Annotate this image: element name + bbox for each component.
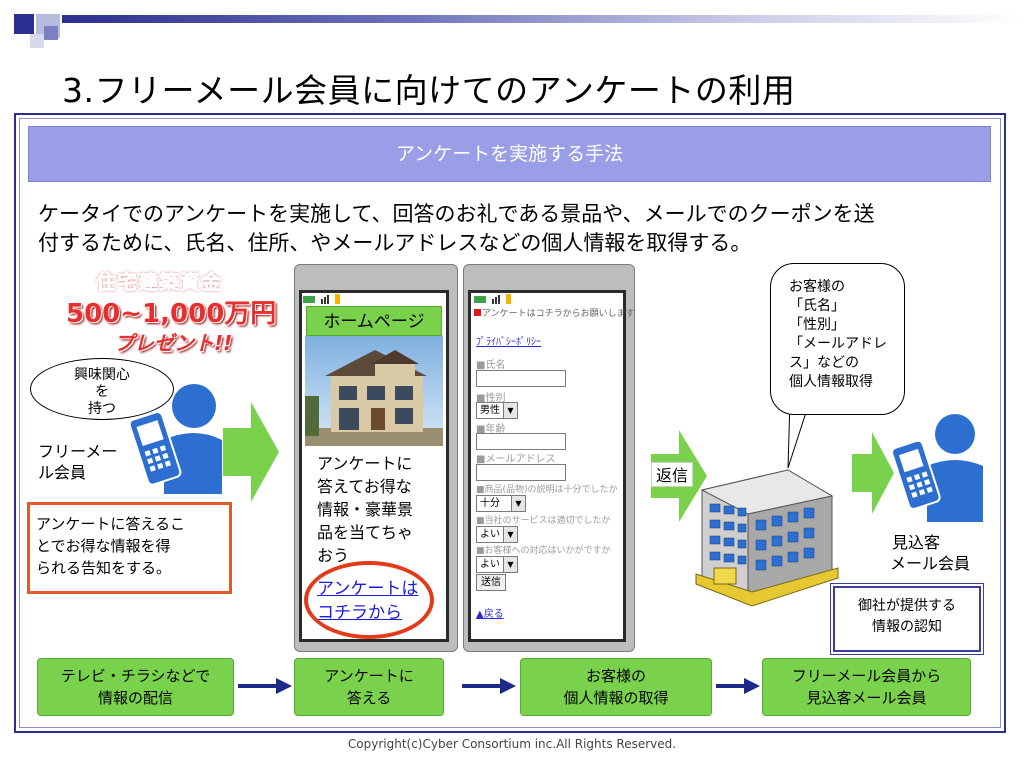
flow-step-2: アンケートに 答える bbox=[294, 658, 444, 716]
chevron-down-icon: ▼ bbox=[503, 527, 517, 542]
phone-text-line: 情報・豪華景 bbox=[317, 500, 414, 519]
phone-promo-text: アンケートに 答えてお得な 情報・豪華景 品を当てちゃ おう bbox=[317, 452, 437, 567]
content-frame-inner bbox=[19, 118, 1001, 728]
q1-select[interactable]: 十分 ▼ bbox=[476, 495, 526, 512]
speech-line: 「性別」 bbox=[789, 317, 845, 333]
person-phone-icon bbox=[893, 414, 983, 522]
interest-callout: 興味関心 を 持つ bbox=[30, 358, 174, 420]
promo-present: プレゼント!! bbox=[114, 331, 233, 355]
red-square-icon bbox=[474, 309, 481, 316]
speech-line: 「氏名」 bbox=[789, 298, 845, 314]
section-banner: アンケートを実施する手法 bbox=[28, 126, 991, 182]
promo-headline: 住宅建築資金 bbox=[96, 270, 222, 295]
q2-value: よい bbox=[480, 529, 500, 540]
corner-square-light bbox=[30, 34, 44, 48]
speech-line: 「メールアドレ bbox=[789, 336, 887, 352]
submit-button[interactable]: 送信 bbox=[476, 574, 506, 591]
email-label: ■メールアドレス bbox=[476, 454, 556, 465]
speech-line: 個人情報取得 bbox=[789, 374, 873, 390]
phone-text-line: 品を当てちゃ bbox=[317, 523, 414, 542]
status-icons bbox=[474, 294, 511, 304]
intro-text: ケータイでのアンケートを実施して、回答のお礼である景品や、メールでのクーポンを送… bbox=[38, 200, 988, 258]
callout-line: 持つ bbox=[88, 401, 116, 417]
age-label: ■年齢 bbox=[476, 424, 506, 435]
homepage-label: ホームページ bbox=[306, 306, 442, 336]
flow-step-1: テレビ・チラシなどで 情報の配信 bbox=[37, 658, 234, 716]
intro-line: 付するために、氏名、住所、やメールアドレスなどの個人情報を取得する。 bbox=[38, 231, 752, 255]
flow-step-line: アンケートに bbox=[324, 667, 414, 685]
name-input[interactable] bbox=[476, 370, 566, 387]
arrow-right-icon bbox=[238, 678, 292, 694]
q2-select[interactable]: よい ▼ bbox=[476, 526, 518, 543]
page-title: 3.フリーメール会員に向けてのアンケートの利用 bbox=[62, 71, 796, 110]
form-header: アンケートはコチラからお願いします bbox=[482, 309, 635, 319]
flow-step-line: 見込客メール会員 bbox=[806, 689, 927, 707]
callout-line: 興味関心 bbox=[74, 367, 130, 383]
free-member-label: フリーメー ル会員 bbox=[38, 441, 117, 483]
q3-select[interactable]: よい ▼ bbox=[476, 556, 518, 573]
arrow-right-icon bbox=[716, 678, 760, 694]
callout-line: を bbox=[95, 384, 109, 400]
copyright-text: Copyright(c)Cyber Consortium inc.All Rig… bbox=[347, 737, 677, 751]
corner-square-mid bbox=[44, 26, 58, 40]
chevron-down-icon: ▼ bbox=[503, 557, 517, 572]
q1-value: 十分 bbox=[480, 498, 500, 509]
back-link[interactable]: ▲戻る bbox=[476, 609, 504, 620]
label-line: メール会員 bbox=[890, 554, 971, 573]
privacy-policy-link[interactable]: ﾌﾟﾗｲﾊﾞｼｰﾎﾟﾘｼｰ bbox=[476, 337, 541, 348]
knowledge-box: 御社が提供する 情報の認知 bbox=[830, 583, 984, 655]
q1-label: ■商品(品物)の説明は十分でしたか bbox=[476, 485, 618, 495]
flow-step-line: フリーメール会員から bbox=[791, 667, 942, 685]
q3-value: よい bbox=[480, 559, 500, 570]
flow-step-line: 個人情報の取得 bbox=[563, 689, 669, 707]
age-input[interactable] bbox=[476, 433, 566, 450]
phone-text-line: 答えてお得な bbox=[317, 477, 412, 496]
gender-select[interactable]: 男性 ▼ bbox=[476, 402, 518, 419]
status-icons bbox=[303, 294, 340, 304]
gender-label: ■性別 bbox=[476, 393, 506, 404]
prospect-label: 見込客 メール会員 bbox=[890, 532, 970, 574]
promo-amount: 500~1,000万円 bbox=[66, 299, 277, 329]
q3-label: ■お客様への対応はいかがですか bbox=[476, 546, 611, 556]
knowledge-line: 情報の認知 bbox=[872, 619, 942, 635]
flow-step-3: お客様の 個人情報の取得 bbox=[520, 658, 712, 716]
chevron-down-icon: ▼ bbox=[511, 496, 525, 511]
intro-line: ケータイでのアンケートを実施して、回答のお礼である景品や、メールでのクーポンを送 bbox=[38, 202, 875, 226]
flow-step-line: お客様の bbox=[585, 667, 646, 685]
flow-step-line: 答える bbox=[346, 689, 392, 707]
phone-text-line: おう bbox=[317, 546, 350, 565]
flow-step-line: 情報の配信 bbox=[97, 689, 173, 707]
flow-step-line: テレビ・チラシなどで bbox=[60, 667, 211, 685]
house-photo bbox=[305, 336, 443, 446]
content-frame bbox=[14, 113, 1006, 733]
notice-line: とでお得な情報を得 bbox=[36, 537, 171, 555]
notice-line: られる告知をする。 bbox=[36, 559, 172, 577]
speech-bubble: お客様の 「氏名」 「性別」 「メールアドレ ス」などの 個人情報取得 bbox=[770, 263, 905, 415]
name-label: ■氏名 bbox=[476, 360, 506, 371]
speech-line: ス」などの bbox=[789, 355, 859, 371]
speech-line: お客様の bbox=[789, 279, 845, 295]
arrow-right-icon bbox=[462, 678, 516, 694]
header-bar bbox=[62, 15, 1022, 23]
gender-value: 男性 bbox=[480, 405, 500, 416]
arrow-right-icon bbox=[852, 432, 894, 514]
label-line: ル会員 bbox=[38, 463, 87, 482]
notice-box: アンケートに答えるこ とでお得な情報を得 られる告知をする。 bbox=[27, 502, 232, 594]
label-line: フリーメー bbox=[38, 442, 118, 461]
phone-text-line: アンケートに bbox=[317, 454, 413, 473]
arrow-right-icon bbox=[223, 402, 279, 502]
highlight-circle bbox=[304, 561, 434, 639]
corner-square-dark bbox=[14, 14, 34, 34]
label-line: 見込客 bbox=[892, 533, 941, 552]
email-input[interactable] bbox=[476, 464, 566, 481]
flow-step-4: フリーメール会員から 見込客メール会員 bbox=[762, 658, 971, 716]
knowledge-line: 御社が提供する bbox=[858, 598, 956, 614]
notice-line: アンケートに答えるこ bbox=[36, 515, 185, 533]
person-phone-icon bbox=[128, 384, 222, 494]
chevron-down-icon: ▼ bbox=[503, 403, 517, 418]
q2-label: ■当社のサービスは適切でしたか bbox=[476, 516, 611, 526]
building-icon bbox=[695, 469, 839, 607]
reply-label: 返信 bbox=[651, 462, 693, 487]
